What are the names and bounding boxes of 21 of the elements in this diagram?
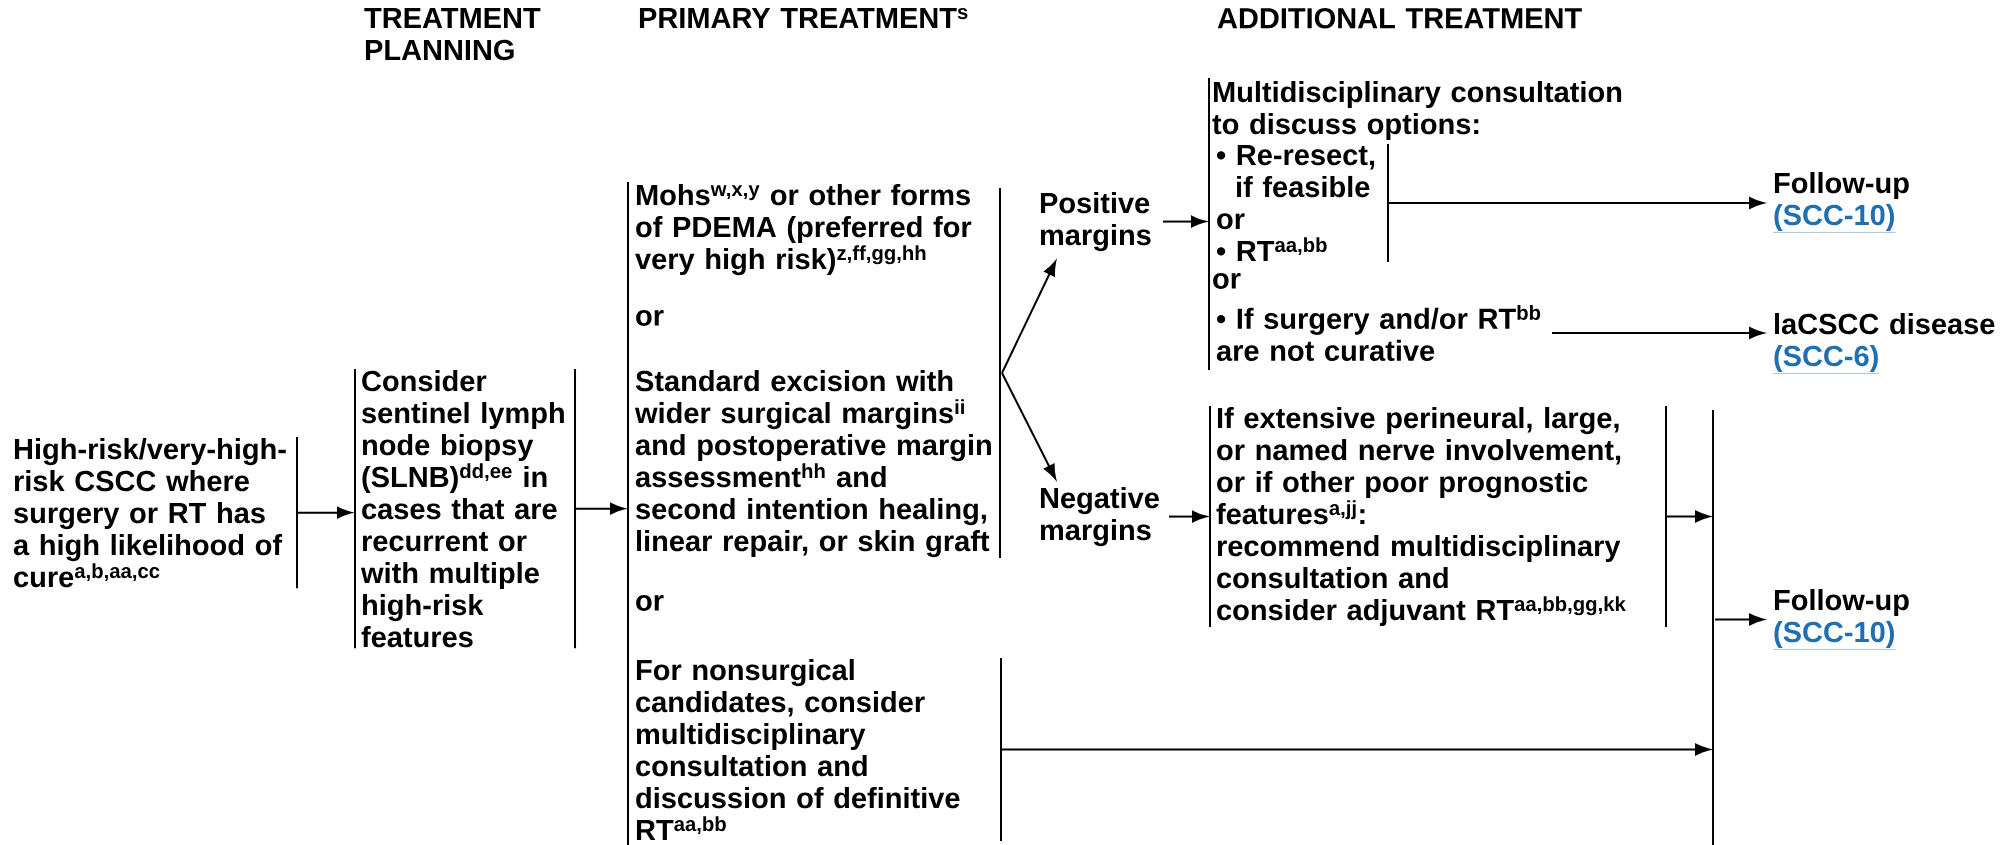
- condition-text: High-risk/very-high-risk CSCC where surgery or RT has a high likelihood of cure$^{a,b,aa,cc}$: [13, 436, 298, 590]
- outcome-text: Negative margins: [1040, 487, 1159, 547]
- column-header: ADDITIONAL TREATMENT: [1217, 8, 1582, 29]
- column-header: TREATMENT PLANNING: [364, 8, 541, 61]
- arrow: [296, 506, 352, 519]
- arrow: [1001, 261, 1057, 374]
- bracket-text: For nonsurgical candidates, consider multidisciplinary consultation and discussion of definitive RT$^{aa,bb}$: [636, 657, 1002, 842]
- bracket-text: • Re-resect, if feasible or • RT$^{aa,bb}$: [1216, 143, 1389, 263]
- next-step-text: Follow-up (SCC-10): [1772, 172, 1909, 233]
- outcome-text: Positive margins: [1040, 192, 1151, 252]
- arrow: [1551, 327, 1764, 339]
- option-text: • If surgery and/or RT$^{bb}$ are not curative: [1216, 305, 1541, 361]
- next-step-text: laCSCC disease (SCC-6): [1772, 313, 1995, 374]
- arrow: [1001, 372, 1057, 480]
- arrow: [1387, 197, 1764, 209]
- column-header: PRIMARY TREATMENT$^{s}$: [639, 8, 968, 28]
- next-step-text: Follow-up (SCC-10): [1772, 589, 1909, 650]
- bracket-text: Consider sentinel lymph node biopsy (SLNB)$^{dd,ee}$ in cases that are recurrent or with multiple high-risk features: [354, 368, 576, 650]
- option-text: Mohs$^{w,x,y}$ or other forms of PDEMA (preferred for very high risk)$^{z,ff,gg,hh}$: [635, 184, 972, 276]
- bracket-text: If extensive perineural, large, or named nerve involvement, or if other poor prognostic features$^{a,jj}$: recommend multidisciplinary consultation and consider adjuvant RT$^{aa,bb,gg,kk}$: [1209, 405, 1667, 629]
- option-text: Standard excision with wider surgical margins$^{ii}$ and postoperative margin assessment$^{hh}$ and second intention healing, linear repair, or skin graft: [634, 370, 991, 558]
